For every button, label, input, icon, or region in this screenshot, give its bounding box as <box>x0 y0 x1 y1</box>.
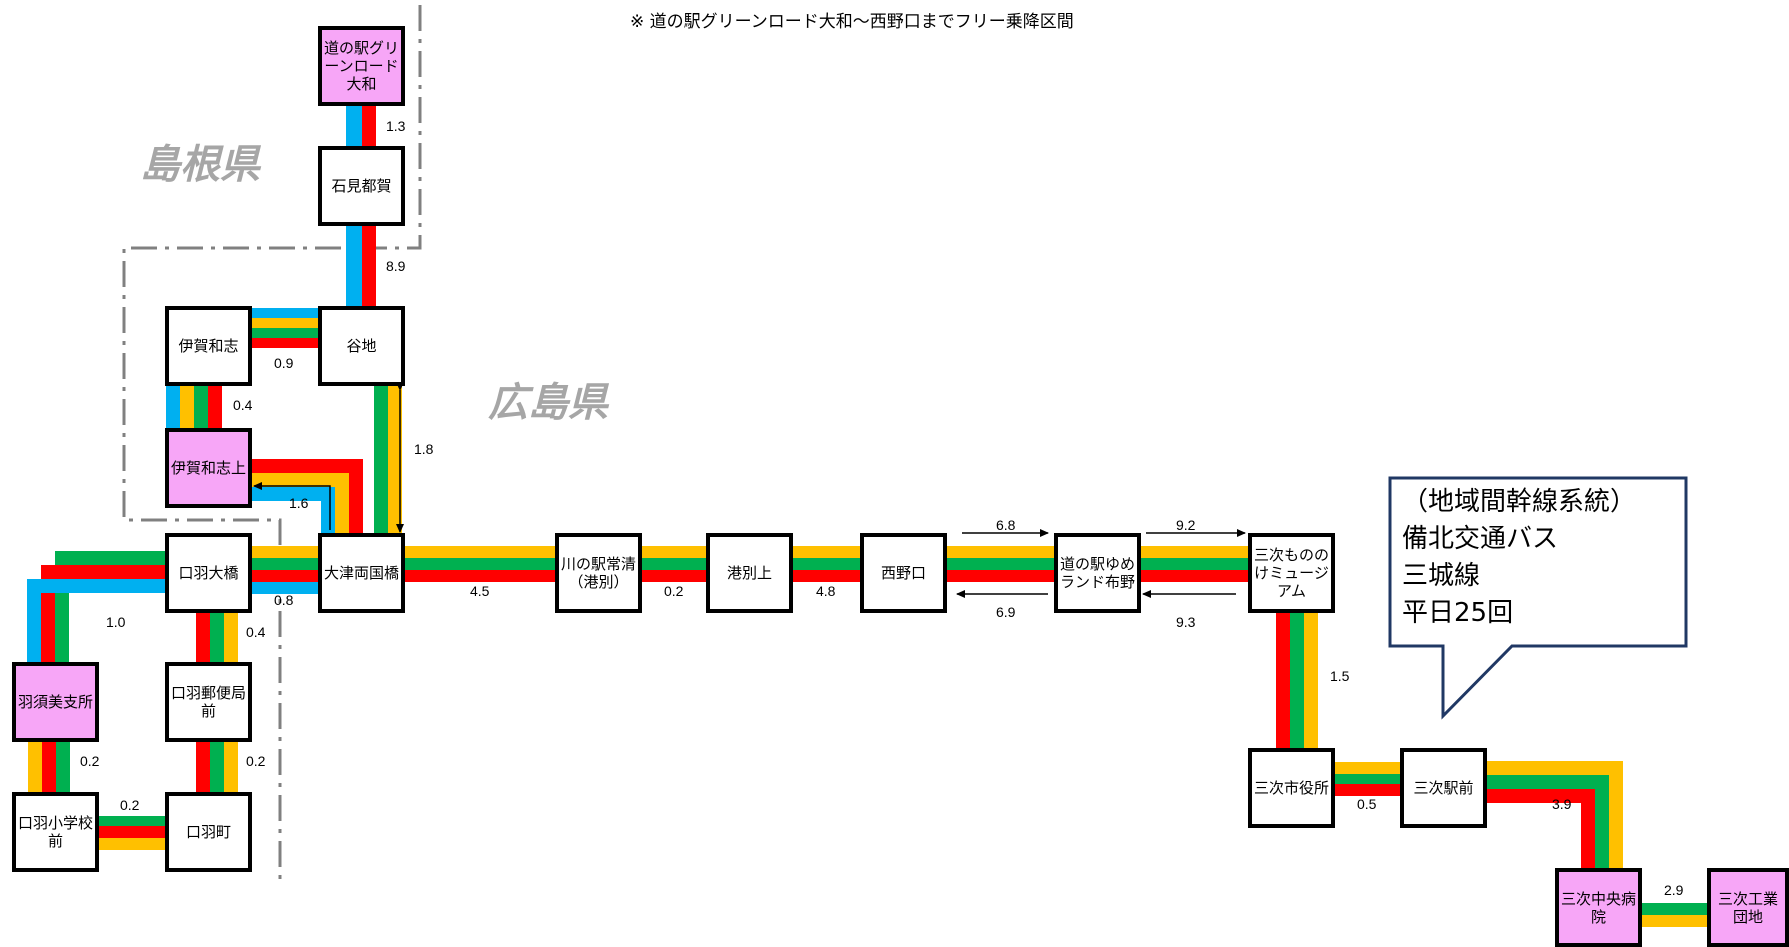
route-band-kami-otsu <box>250 459 363 540</box>
distance-label: 1.6 <box>289 495 309 511</box>
prefecture-label-shimane: 島根県 <box>140 142 260 188</box>
stop-kuchiba-yubinkyoku[interactable]: 口羽郵便局前 <box>165 662 252 742</box>
stop-kuchiba-shogakko[interactable]: 口羽小学校前 <box>12 792 99 872</box>
route-band-shogakko-machi <box>95 816 170 850</box>
arrow-otsu-kami <box>253 482 331 530</box>
distance-label: 4.5 <box>470 583 490 599</box>
distance-label: 6.8 <box>996 517 1016 533</box>
stop-igawashi[interactable]: 伊賀和志 <box>165 306 252 386</box>
distance-label: 1.3 <box>386 118 406 134</box>
distance-label: 6.9 <box>996 604 1016 620</box>
stop-miyoshi-chuo[interactable]: 三次中央病院 <box>1555 868 1642 947</box>
route-band-hasu-ohashi <box>27 551 170 668</box>
route-band-ohashi-otsu <box>250 546 325 594</box>
distance-label: 1.8 <box>414 441 434 457</box>
route-band-ekimae-chuo <box>1480 761 1623 872</box>
stop-miyoshi-ekimae[interactable]: 三次駅前 <box>1400 748 1487 828</box>
stop-tanichi[interactable]: 谷地 <box>318 306 405 386</box>
route-band-igawashi-kami <box>166 380 222 432</box>
callout-bubble <box>1388 476 1688 720</box>
route-band-tanichi-igawashi <box>250 308 320 348</box>
callout-line-frequency: 平日25回 <box>1402 598 1514 628</box>
distance-label: 0.9 <box>274 355 294 371</box>
distance-label: 9.3 <box>1176 614 1196 630</box>
distance-label: 4.8 <box>816 583 836 599</box>
callout-text: （地域間幹線系統） 備北交通バス 三城線 平日25回 <box>1402 484 1636 632</box>
stop-miyoshi-mononoke[interactable]: 三次もののけミュージアム <box>1248 533 1335 613</box>
stop-nishinoguchi[interactable]: 西野口 <box>860 533 947 613</box>
distance-label: 9.2 <box>1176 517 1196 533</box>
stop-igawashi-kami[interactable]: 伊賀和志上 <box>165 428 252 508</box>
distance-label: 0.2 <box>80 753 100 769</box>
stop-michinoeki-green-road[interactable]: 道の駅グリーンロード大和 <box>318 26 405 106</box>
free-ride-note: ※ 道の駅グリーンロード大和～西野口までフリー乗降区間 <box>630 12 1074 32</box>
callout-line-operator: 備北交通バス <box>1402 524 1559 554</box>
stop-kawanoeki[interactable]: 川の駅常清（港別） <box>555 533 642 613</box>
route-band-mononoke-shiyakusho <box>1276 610 1318 765</box>
distance-label: 0.2 <box>246 753 266 769</box>
prefecture-label-hiroshima: 広島県 <box>488 380 608 426</box>
distance-label: 1.5 <box>1330 668 1350 684</box>
route-band-shiyakusho-ekimae <box>1330 762 1410 796</box>
distance-label: 0.2 <box>120 797 140 813</box>
stop-miyoshi-shiyakusho[interactable]: 三次市役所 <box>1248 748 1335 828</box>
distance-label: 0.8 <box>274 592 294 608</box>
route-band-chuo-kogyo <box>1630 903 1710 927</box>
route-band-tanichi-otsu <box>374 380 402 540</box>
distance-label: 0.5 <box>1357 796 1377 812</box>
stop-kuchiba-machi[interactable]: 口羽町 <box>165 792 252 872</box>
distance-label: 0.4 <box>246 624 266 640</box>
direction-arrows <box>253 382 1246 598</box>
distance-label: 0.2 <box>664 583 684 599</box>
stop-otsu-ryogokubashi[interactable]: 大津両国橋 <box>318 533 405 613</box>
callout-line-category: （地域間幹線系統） <box>1402 487 1637 517</box>
route-band-hasu-shogakko <box>28 740 70 795</box>
callout-line-route-name: 三城線 <box>1402 561 1481 591</box>
distance-label: 1.0 <box>106 614 126 630</box>
distance-label: 2.9 <box>1664 882 1684 898</box>
distance-label: 8.9 <box>386 258 406 274</box>
stop-miyoshi-kogyo[interactable]: 三次工業団地 <box>1707 868 1789 947</box>
stop-kuchiba-ohashi[interactable]: 口羽大橋 <box>165 533 252 613</box>
stop-minatobetsu-kami[interactable]: 港別上 <box>706 533 793 613</box>
stop-hasu-bishi[interactable]: 羽須美支所 <box>12 662 99 742</box>
stop-iwami-tsuga[interactable]: 石見都賀 <box>318 146 405 226</box>
distance-label: 3.9 <box>1552 796 1572 812</box>
distance-label: 0.4 <box>233 397 253 413</box>
stop-michinoeki-yume[interactable]: 道の駅ゆめランド布野 <box>1054 533 1141 613</box>
